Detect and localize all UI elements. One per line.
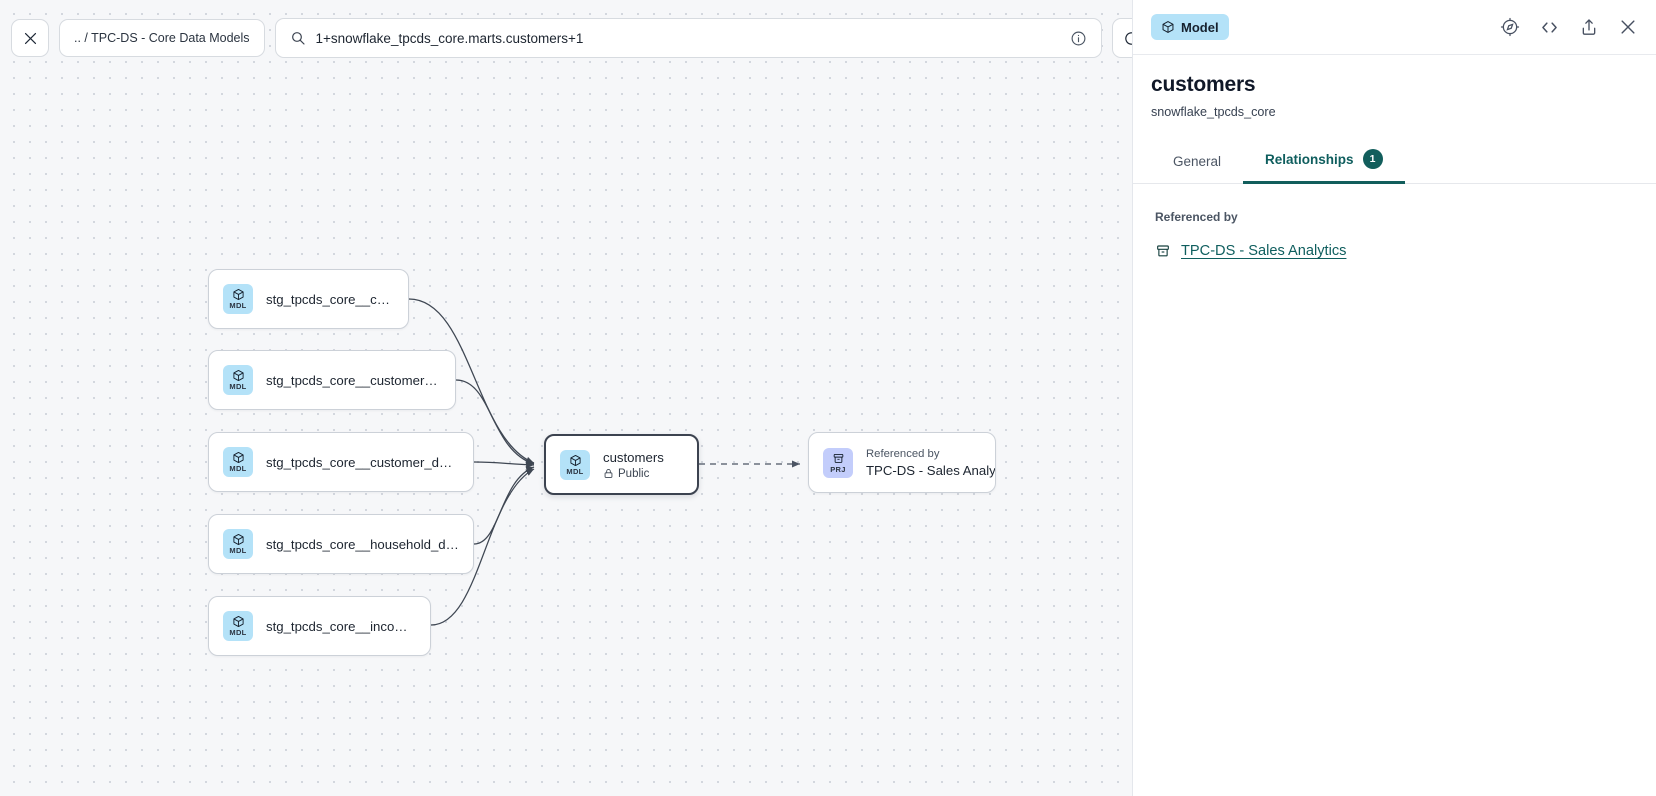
entity-type-chip: Model <box>1151 14 1229 40</box>
lock-icon <box>604 469 613 478</box>
cube-icon <box>232 616 244 628</box>
info-icon[interactable] <box>1070 30 1087 47</box>
node-text: stg_tpcds_core__income_band <box>266 619 416 634</box>
model-badge: MDL <box>560 449 590 480</box>
list-item[interactable]: TPC-DS - Sales Analytics <box>1155 243 1638 259</box>
node-label: stg_tpcds_core__customer_address <box>266 372 441 388</box>
node-text: stg_tpcds_core__customer_address <box>266 373 441 388</box>
cube-icon <box>232 370 244 382</box>
model-badge: MDL <box>223 284 253 314</box>
model-badge: MDL <box>223 611 253 641</box>
node-text: customers Public <box>603 450 664 480</box>
node-access: Public <box>603 468 664 480</box>
badge-label: PRJ <box>830 464 846 474</box>
canvas-toolbar: .. / TPC-DS - Core Data Models <box>11 18 1132 58</box>
node-label: stg_tpcds_core__income_band <box>266 618 416 634</box>
graph-node-downstream-project[interactable]: PRJ Referenced by TPC-DS - Sales Analyti… <box>808 432 996 493</box>
explore-icon[interactable] <box>1500 17 1520 37</box>
refresh-icon <box>1125 31 1132 45</box>
search-icon <box>291 32 305 45</box>
node-kicker: Referenced by <box>866 447 940 460</box>
badge-label: MDL <box>229 628 247 638</box>
graph-node-upstream-1[interactable]: MDL stg_tpcds_core__customer_address <box>208 350 456 410</box>
project-icon <box>1157 245 1169 257</box>
close-icon[interactable] <box>1618 17 1638 37</box>
panel-header: customers snowflake_tpcds_core <box>1133 55 1656 119</box>
details-panel: Model customers snowflake_tpcds_core <box>1132 0 1656 796</box>
tab-label: General <box>1173 154 1222 169</box>
project-badge: PRJ <box>823 447 853 478</box>
badge-label: MDL <box>566 466 584 476</box>
graph-node-upstream-3[interactable]: MDL stg_tpcds_core__household_demogr… <box>208 514 474 574</box>
tab-general[interactable]: General <box>1151 154 1243 184</box>
cube-icon <box>232 452 244 464</box>
graph-node-focus-customers[interactable]: MDL customers Public <box>544 434 699 495</box>
node-text: Referenced by TPC-DS - Sales Analytics <box>866 447 996 478</box>
node-access-label: Public <box>618 467 650 480</box>
model-badge: MDL <box>223 529 253 559</box>
node-text: stg_tpcds_core__customer_demogra… <box>266 455 459 470</box>
status-badge: 1 <box>1362 149 1383 169</box>
panel-actions <box>1500 17 1638 38</box>
node-label: stg_tpcds_core__customer_demogra… <box>266 454 459 470</box>
node-label: TPC-DS - Sales Analytics <box>866 462 996 478</box>
badge-label: MDL <box>229 546 247 556</box>
share-icon[interactable] <box>1579 17 1599 37</box>
relationships-body: Referenced by TPC-DS - Sales Analytics <box>1133 184 1656 259</box>
node-label: stg_tpcds_core__household_demogr… <box>266 536 459 552</box>
search-input[interactable] <box>315 30 1060 46</box>
badge-label: MDL <box>229 464 247 474</box>
model-badge: MDL <box>223 447 253 477</box>
cube-icon <box>232 289 244 301</box>
cube-icon <box>1162 21 1174 33</box>
node-text: stg_tpcds_core__household_demogr… <box>266 537 459 552</box>
referenced-by-link[interactable]: TPC-DS - Sales Analytics <box>1181 243 1347 259</box>
badge-label: MDL <box>229 301 247 311</box>
graph-node-upstream-2[interactable]: MDL stg_tpcds_core__customer_demogra… <box>208 432 474 492</box>
graph-node-upstream-0[interactable]: MDL stg_tpcds_core__customer <box>208 269 409 329</box>
code-icon[interactable] <box>1539 17 1560 38</box>
section-label-referenced-by: Referenced by <box>1155 210 1238 224</box>
page-subtitle: snowflake_tpcds_core <box>1151 105 1276 119</box>
badge-label: MDL <box>229 382 247 392</box>
graph-node-upstream-4[interactable]: MDL stg_tpcds_core__income_band <box>208 596 431 656</box>
entity-type-label: Model <box>1181 19 1219 35</box>
refresh-button[interactable] <box>1111 18 1132 58</box>
close-icon <box>24 32 36 44</box>
project-icon <box>833 453 843 463</box>
model-badge: MDL <box>223 365 253 395</box>
lineage-canvas[interactable]: .. / TPC-DS - Core Data Models MDL stg_t… <box>0 0 1132 796</box>
lineage-search[interactable] <box>274 18 1102 58</box>
breadcrumb[interactable]: .. / TPC-DS - Core Data Models <box>59 19 265 57</box>
panel-toolbar: Model <box>1133 0 1656 55</box>
breadcrumb-label: .. / TPC-DS - Core Data Models <box>74 31 250 45</box>
close-lineage-button[interactable] <box>11 19 49 57</box>
lineage-edges <box>408 298 800 626</box>
node-text: stg_tpcds_core__customer <box>266 292 394 307</box>
node-label: stg_tpcds_core__customer <box>266 291 394 307</box>
panel-tabs: General Relationships 1 <box>1133 149 1656 184</box>
page-title: customers <box>1151 73 1256 96</box>
node-label: customers <box>603 449 664 465</box>
tab-label: Relationships <box>1265 151 1354 167</box>
tab-relationships[interactable]: Relationships 1 <box>1243 149 1405 184</box>
cube-icon <box>232 534 244 546</box>
cube-icon <box>569 454 581 466</box>
